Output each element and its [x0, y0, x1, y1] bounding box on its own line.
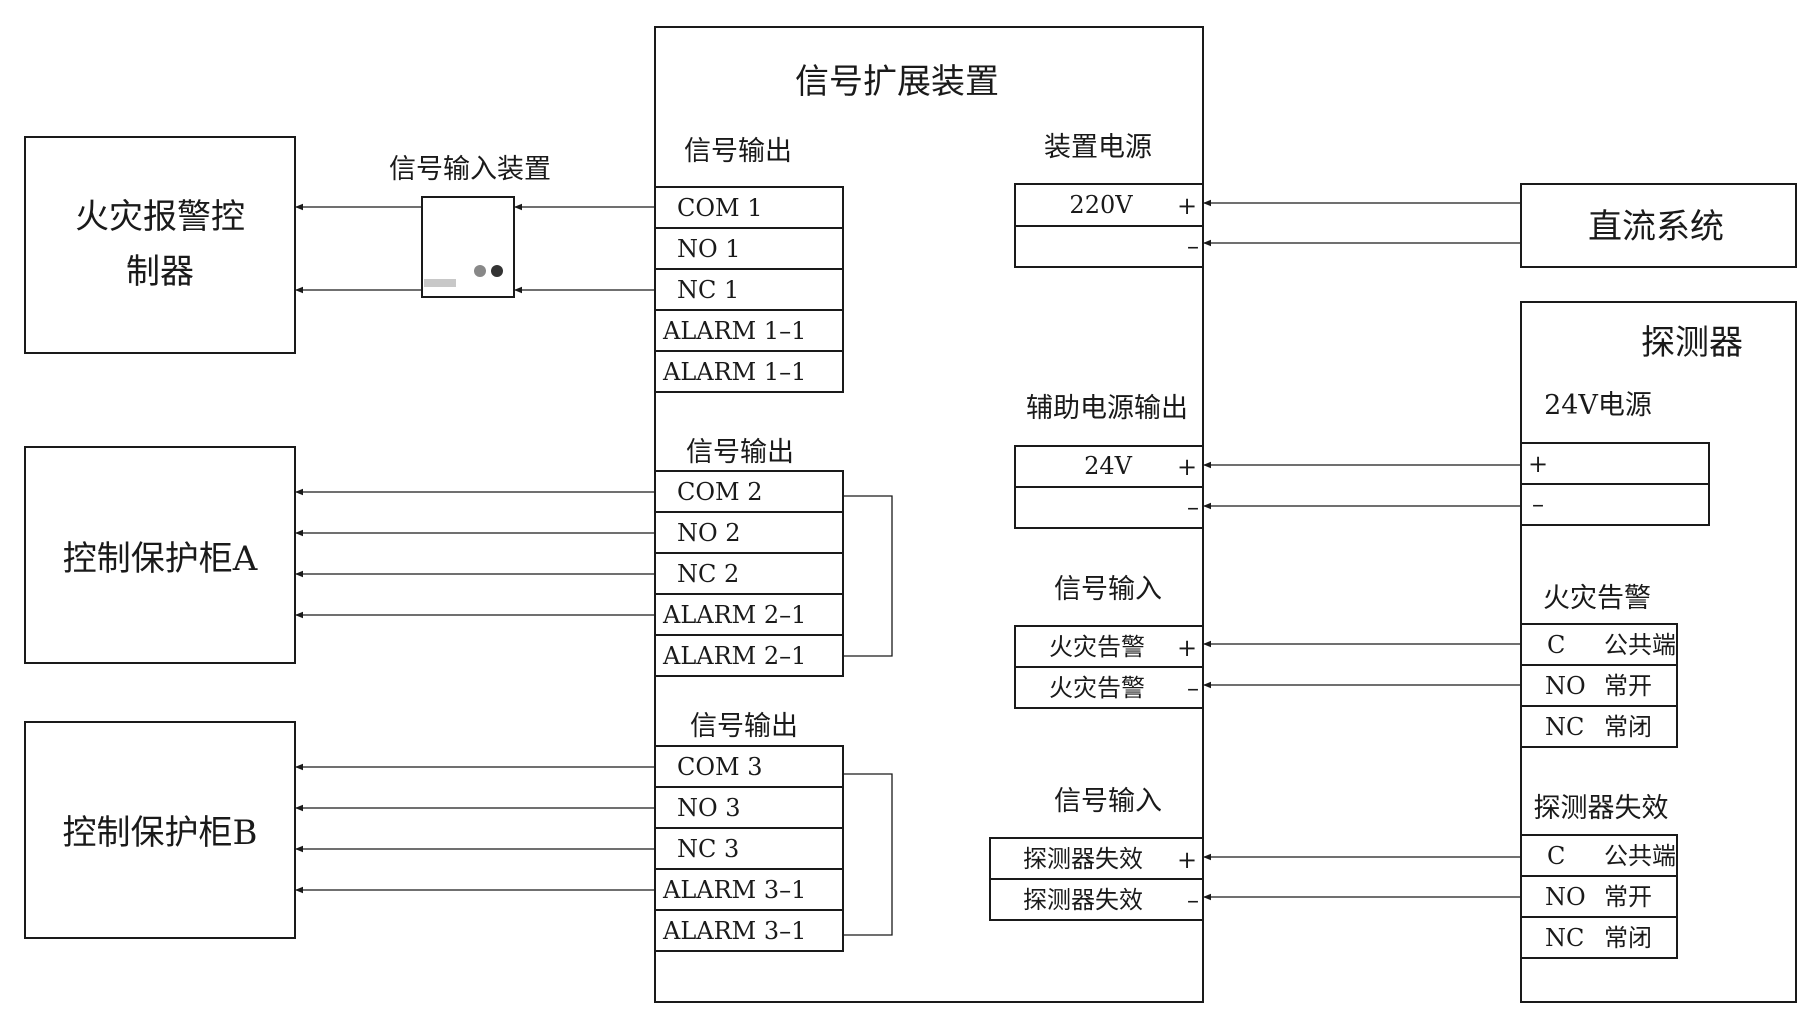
terminal-nc-3: NC 3: [654, 827, 844, 870]
terminal-no-3: NO 3: [654, 786, 844, 829]
control-cabinet-a: 控制保护柜A: [24, 446, 296, 664]
fire-no-label: NO: [1545, 672, 1586, 700]
terminal-label: ALARM 1–1: [662, 358, 806, 386]
output-group-2-header: 信号输出: [686, 437, 794, 468]
fire-alarm-input-label: 火灾告警: [1049, 633, 1145, 661]
terminal-label: NC 3: [677, 835, 739, 863]
indicator-led-icon: [491, 265, 503, 277]
terminal-no-2: NO 2: [654, 511, 844, 554]
fire-nc-desc: 常闭: [1604, 713, 1652, 741]
plus-sign: +: [1177, 453, 1197, 481]
control-cabinet-b: 控制保护柜B: [24, 721, 296, 939]
fire-controller-label-line2: 制器: [126, 252, 194, 292]
terminal-label: COM 2: [677, 478, 763, 506]
terminal-label: ALARM 1–1: [662, 317, 806, 345]
device-power-header: 装置电源: [1044, 132, 1152, 163]
terminal-label: ALARM 3–1: [662, 917, 806, 945]
fail-c-desc: 公共端: [1604, 842, 1676, 870]
dc-system-label: 直流系统: [1588, 207, 1724, 247]
terminal-com-2: COM 2: [654, 470, 844, 513]
minus-sign: –: [1187, 674, 1199, 702]
terminal-label: COM 3: [677, 753, 763, 781]
signal-input-2-header: 信号输入: [1054, 786, 1162, 817]
fail-no-desc: 常开: [1604, 883, 1652, 911]
terminal-no-1: NO 1: [654, 227, 844, 270]
group-3-bridge-line: [843, 773, 893, 936]
signal-input-2-block: 信号输入 探测器失效 探测器失效 + –: [989, 786, 1204, 921]
terminal-com-1: COM 1: [654, 186, 844, 229]
fire-no-desc: 常开: [1604, 672, 1652, 700]
power-220v-label: 220V: [1069, 191, 1133, 219]
cabinet-b-label: 控制保护柜B: [63, 813, 258, 853]
fail-nc-label: NC: [1545, 924, 1584, 952]
terminal-nc-1: NC 1: [654, 268, 844, 311]
terminal-nc-2: NC 2: [654, 552, 844, 595]
aux-power-block: 辅助电源输出 24V + –: [1014, 393, 1204, 529]
dc-system: 直流系统: [1520, 183, 1797, 268]
signal-input-device-label: 信号输入装置: [389, 154, 551, 185]
minus-sign: –: [1187, 232, 1199, 260]
terminal-alarm-1-a: ALARM 1–1: [654, 309, 844, 352]
detector-fail-header: 探测器失效: [1534, 793, 1669, 824]
fail-no-label: NO: [1545, 883, 1586, 911]
detector: 探测器 24V电源 + – 火灾告警 C 公共端 NO 常开 NC 常闭 探测器…: [1520, 301, 1797, 1003]
detector-title: 探测器: [1641, 323, 1743, 363]
terminal-alarm-3-b: ALARM 3–1: [654, 909, 844, 952]
indicator-led-icon: [474, 265, 486, 277]
detector-power-header: 24V电源: [1544, 390, 1652, 421]
terminal-label: NC 1: [677, 276, 739, 304]
fail-c-label: C: [1547, 842, 1565, 870]
fire-alarm-input-label: 火灾告警: [1049, 674, 1145, 702]
terminal-alarm-1-b: ALARM 1–1: [654, 350, 844, 393]
signal-output-group-3: 信号输出 COM 3 NO 3 NC 3 ALARM 3–1 ALARM 3–1: [654, 711, 893, 952]
indicator-bar: [424, 279, 456, 287]
terminal-label: ALARM 2–1: [662, 642, 806, 670]
signal-input-1-header: 信号输入: [1054, 574, 1162, 605]
connection-lines: [295, 199, 1521, 901]
terminal-com-3: COM 3: [654, 745, 844, 788]
plus-sign: +: [1177, 192, 1197, 220]
aux-24v-label: 24V: [1084, 452, 1133, 480]
device-title: 信号扩展装置: [795, 62, 999, 102]
fire-c-label: C: [1547, 631, 1565, 659]
group-2-bridge-line: [843, 495, 893, 657]
terminal-alarm-3-a: ALARM 3–1: [654, 868, 844, 911]
fire-c-desc: 公共端: [1604, 631, 1676, 659]
terminal-label: ALARM 3–1: [662, 876, 806, 904]
cabinet-a-label: 控制保护柜A: [63, 539, 258, 579]
detector-fail-input-label: 探测器失效: [1023, 886, 1143, 914]
terminal-alarm-2-b: ALARM 2–1: [654, 634, 844, 677]
terminal-label: COM 1: [677, 194, 763, 222]
signal-input-1-block: 信号输入 火灾告警 火灾告警 + –: [1014, 574, 1204, 709]
fire-nc-label: NC: [1545, 713, 1584, 741]
fail-nc-desc: 常闭: [1604, 924, 1652, 952]
terminal-label: NO 1: [677, 235, 741, 263]
fire-alarm-controller: 火灾报警控 制器: [24, 136, 296, 354]
plus-sign: +: [1177, 634, 1197, 662]
plus-sign: +: [1177, 846, 1197, 874]
fire-controller-label-line1: 火灾报警控: [75, 197, 245, 237]
signal-output-group-2: 信号输出 COM 2 NO 2 NC 2 ALARM 2–1 ALARM 2–1: [654, 437, 893, 677]
detector-fire-header: 火灾告警: [1543, 583, 1651, 614]
minus-sign: –: [1187, 886, 1199, 914]
minus-sign: –: [1532, 490, 1544, 518]
output-group-1-header: 信号输出: [684, 136, 792, 167]
terminal-label: NO 3: [677, 794, 741, 822]
output-group-3-header: 信号输出: [690, 711, 798, 742]
minus-sign: –: [1187, 493, 1199, 521]
plus-sign: +: [1528, 450, 1548, 478]
terminal-label: NC 2: [677, 560, 739, 588]
signal-input-device: 信号输入装置: [389, 154, 551, 298]
aux-power-header: 辅助电源输出: [1026, 393, 1188, 424]
detector-fail-input-label: 探测器失效: [1023, 845, 1143, 873]
terminal-label: ALARM 2–1: [662, 601, 806, 629]
signal-output-group-1: 信号输出 COM 1 NO 1 NC 1 ALARM 1–1 ALARM 1–1: [654, 136, 844, 393]
terminal-label: NO 2: [677, 519, 741, 547]
terminal-alarm-2-a: ALARM 2–1: [654, 593, 844, 636]
